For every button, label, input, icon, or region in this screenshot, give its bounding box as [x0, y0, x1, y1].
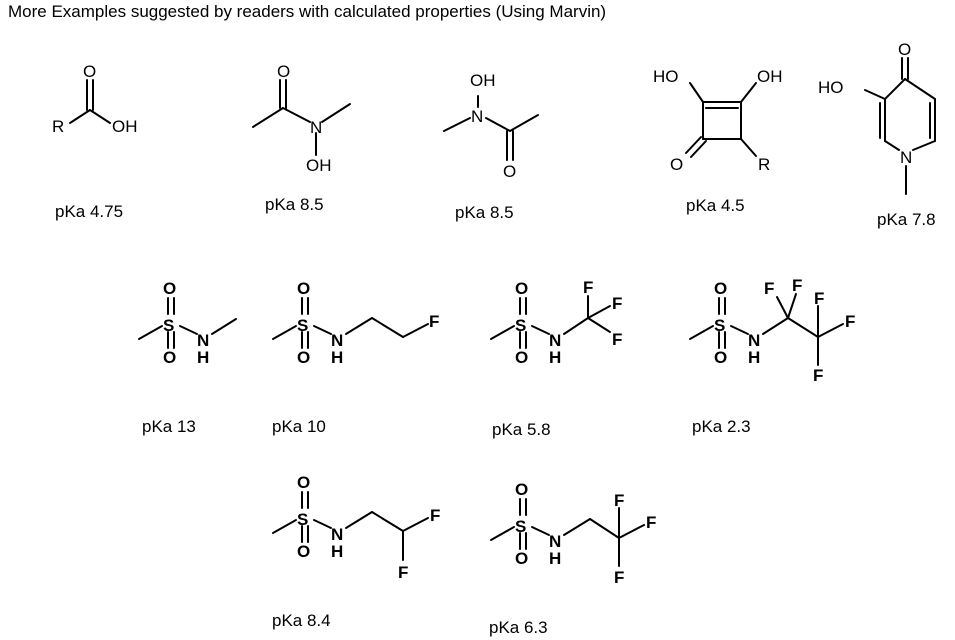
atom-f: F	[612, 330, 622, 349]
atom-o: O	[515, 549, 528, 568]
atom-oh: OH	[470, 71, 496, 90]
molecule-sulfonamide-pentafluoroethyl: O S O N H F F F F F	[689, 276, 855, 385]
atom-o: O	[297, 542, 310, 561]
atom-s: S	[714, 316, 725, 335]
molecule-sulfonamide-trifluoromethyl: O S O N H F F F	[490, 278, 622, 367]
atom-f: F	[429, 312, 439, 331]
atom-n: N	[331, 331, 343, 350]
atom-h: H	[748, 348, 760, 367]
atom-n: N	[310, 118, 322, 137]
atom-o: O	[515, 279, 528, 298]
atom-f: F	[430, 506, 440, 525]
atom-h: H	[549, 348, 561, 367]
atom-o: O	[297, 279, 310, 298]
atom-o: O	[83, 62, 96, 81]
atom-o: O	[515, 480, 528, 499]
atom-h: H	[331, 542, 343, 561]
atom-f: F	[792, 276, 802, 295]
pka-label: pKa 7.8	[877, 210, 936, 229]
pka-label: pKa 10	[272, 417, 326, 436]
atom-f: F	[583, 278, 593, 297]
atom-f: F	[398, 563, 408, 582]
atom-n: N	[471, 107, 483, 126]
pka-label: pKa 4.75	[55, 202, 124, 221]
atom-o: O	[163, 348, 176, 367]
atom-f: F	[764, 279, 774, 298]
atom-s: S	[515, 517, 526, 536]
atom-o: O	[898, 40, 911, 59]
atom-n: N	[748, 331, 760, 350]
atom-n: N	[549, 532, 561, 551]
atom-ho: HO	[653, 67, 679, 86]
atom-r: R	[758, 155, 770, 174]
pka-label: pKa 5.8	[492, 420, 551, 439]
pka-label: pKa 13	[142, 417, 196, 436]
atom-oh: OH	[112, 117, 138, 136]
molecule-sulfonamide-methyl: O S O N H	[138, 279, 237, 367]
atom-s: S	[515, 316, 526, 335]
atom-o: O	[515, 348, 528, 367]
atom-f: F	[614, 491, 624, 510]
pka-label: pKa 8.4	[272, 611, 331, 630]
molecule-sulfonamide-fluoroethyl: O S O N H F	[272, 279, 439, 367]
atom-h: H	[331, 348, 343, 367]
atom-n: N	[197, 331, 209, 350]
pka-label: pKa 4.5	[686, 196, 745, 215]
atom-f: F	[814, 289, 824, 308]
atom-o: O	[714, 279, 727, 298]
atom-s: S	[297, 510, 308, 529]
atom-n: N	[900, 148, 912, 167]
atom-n: N	[331, 525, 343, 544]
molecule-sulfonamide-trifluoroethyl: O S O N H F F F	[490, 480, 656, 587]
atom-o: O	[163, 279, 176, 298]
atom-r: R	[52, 117, 64, 136]
atom-h: H	[197, 348, 209, 367]
molecule-carboxylic-acid: R O OH	[52, 62, 138, 136]
pka-label: pKa 8.5	[265, 195, 324, 214]
atom-o: O	[670, 155, 683, 174]
atom-o: O	[503, 162, 516, 181]
atom-h: H	[549, 549, 561, 568]
atom-ho: HO	[818, 78, 844, 97]
atom-o: O	[277, 62, 290, 81]
atom-n: N	[549, 331, 561, 350]
atom-s: S	[297, 316, 308, 335]
pka-label: pKa 6.3	[489, 618, 548, 637]
molecule-hydroxypyridinone: O HO N	[818, 40, 936, 195]
molecule-hydroxamic-acid-2: OH N O	[443, 71, 539, 181]
atom-oh: OH	[757, 67, 783, 86]
atom-o: O	[714, 348, 727, 367]
molecule-cyclobutenedione: HO OH O R	[653, 67, 783, 174]
atom-f: F	[614, 568, 624, 587]
molecule-hydroxamic-acid-1: O N OH	[252, 62, 351, 175]
atom-f: F	[845, 312, 855, 331]
pka-label: pKa 8.5	[455, 203, 514, 222]
atom-f: F	[612, 294, 622, 313]
atom-f: F	[813, 366, 823, 385]
atom-oh: OH	[306, 156, 332, 175]
atom-f: F	[646, 513, 656, 532]
atom-o: O	[297, 473, 310, 492]
molecule-sulfonamide-difluoroethyl: O S O N H F F	[272, 473, 440, 582]
pka-label: pKa 2.3	[692, 417, 751, 436]
atom-o: O	[297, 348, 310, 367]
atom-s: S	[163, 316, 174, 335]
page-title: More Examples suggested by readers with …	[8, 2, 607, 21]
